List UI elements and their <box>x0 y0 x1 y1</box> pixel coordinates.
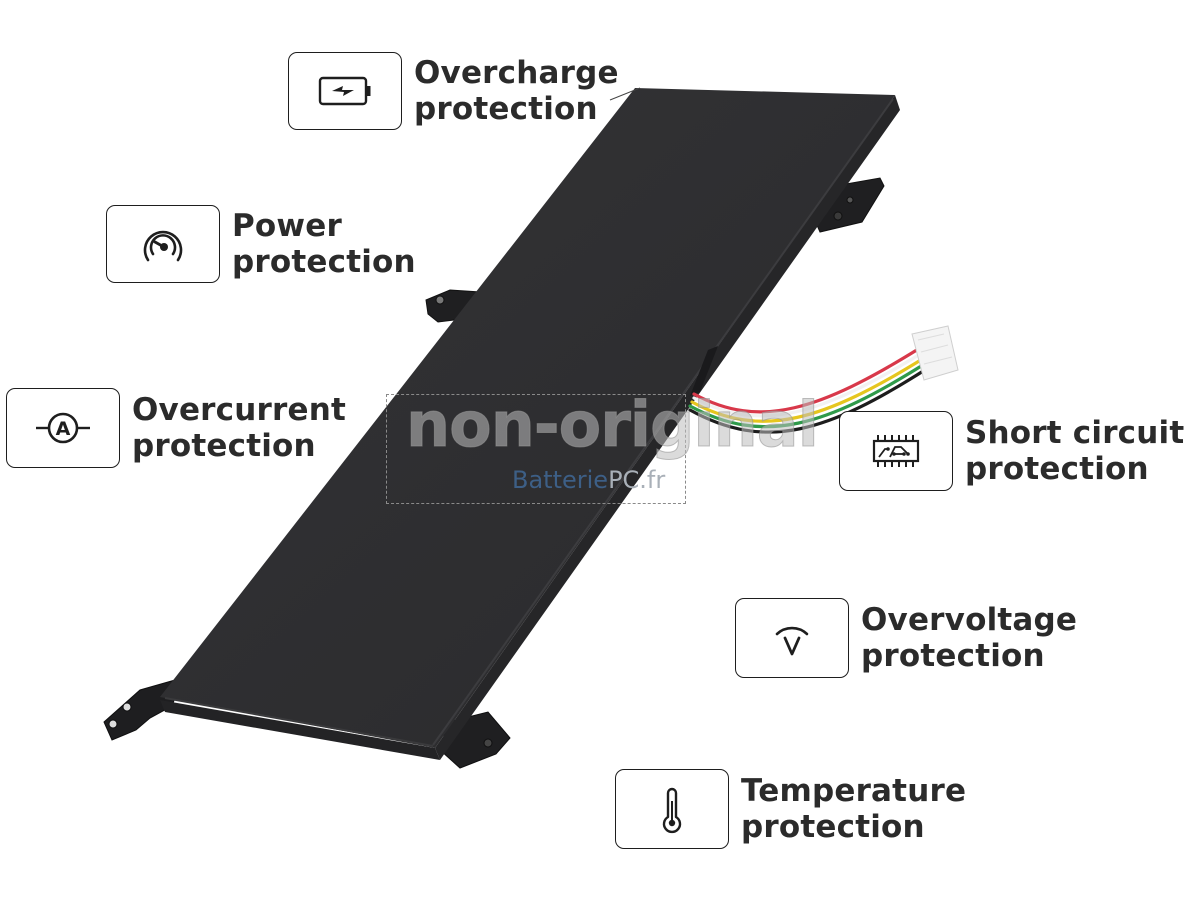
feature-icon-box <box>106 205 220 283</box>
battery-edge <box>435 95 900 760</box>
watermark-site: BatteriePC.fr <box>512 466 665 494</box>
feature-icon-box <box>288 52 402 130</box>
feature-overvoltage: Overvoltage protection <box>735 598 1077 678</box>
svg-text:A: A <box>56 418 71 440</box>
watermark-text: non-original <box>406 388 820 462</box>
voltage-icon <box>775 626 809 656</box>
feature-icon-box <box>735 598 849 678</box>
feature-label: Short circuit protection <box>965 415 1185 487</box>
feature-power: Power protection <box>106 205 416 283</box>
mounting-bracket-bottom-left <box>103 677 183 741</box>
cable-connector <box>911 325 959 381</box>
feature-temperature: Temperature protection <box>615 769 966 849</box>
watermark-site-part2: PC.fr <box>608 466 666 494</box>
thermometer-icon <box>662 787 682 834</box>
battery-charging-icon <box>318 76 371 106</box>
feature-label: Overvoltage protection <box>861 602 1078 674</box>
feature-short-circuit: Short circuit protection <box>839 411 1184 491</box>
watermark-frame <box>386 394 686 504</box>
feature-icon-box <box>615 769 729 849</box>
feature-overcurrent: A Overcurrent protection <box>6 388 346 468</box>
battery-cable <box>688 346 930 434</box>
watermark-site-part1: Batterie <box>512 466 609 494</box>
feature-label: Temperature protection <box>741 773 967 845</box>
feature-overcharge: Overcharge protection <box>288 52 619 130</box>
feature-label: Overcharge protection <box>414 55 619 127</box>
circuit-chip-icon <box>872 435 920 467</box>
feature-icon-box: A <box>6 388 120 468</box>
feature-label: Power protection <box>232 208 416 280</box>
feature-label: Overcurrent protection <box>132 392 347 464</box>
ammeter-icon: A <box>36 412 90 444</box>
gauge-icon <box>143 230 183 262</box>
battery-body <box>160 88 895 748</box>
feature-icon-box <box>839 411 953 491</box>
